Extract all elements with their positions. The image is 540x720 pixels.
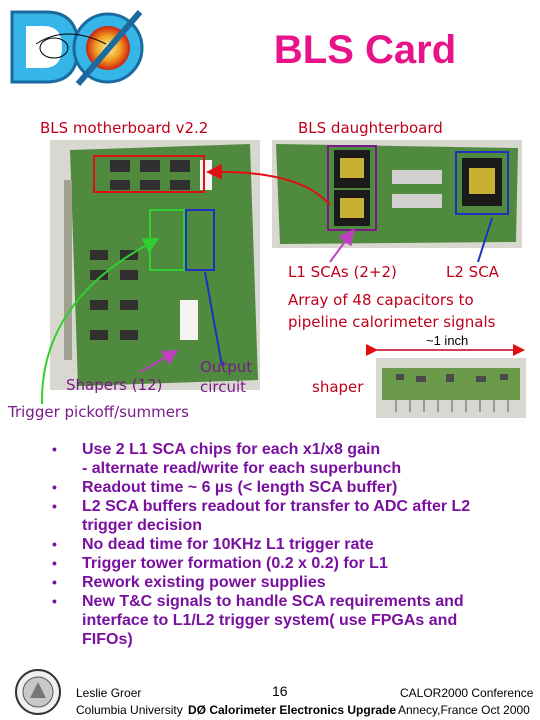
arrow-l2-sca: [477, 217, 493, 263]
bullet-dot-icon: •: [52, 593, 57, 609]
shaper-label: shaper: [312, 378, 364, 396]
bullet-item: •Rework existing power supplies: [52, 574, 326, 591]
bullet-list: •Use 2 L1 SCA chips for each x1/x8 gain-…: [52, 440, 530, 649]
bullet-dot-icon: •: [52, 441, 57, 457]
array-label-line1: Array of 48 capacitors to: [288, 291, 474, 309]
daughterboard-label: BLS daughterboard: [298, 119, 443, 137]
bullet-item: •Trigger tower formation (0.2 x 0.2) for…: [52, 555, 388, 572]
d0-logo: [10, 10, 144, 86]
shaper-photo: [376, 358, 526, 418]
arrow-l1-scas: [329, 228, 355, 263]
trigger-label: Trigger pickoff/summers: [8, 403, 189, 421]
slide-title: BLS Card: [273, 28, 457, 72]
footer-institution: Columbia University: [76, 703, 183, 717]
bullet-item: •Readout time ~ 6 µs (< length SCA buffe…: [52, 479, 398, 496]
bullet-dot-icon: •: [52, 536, 57, 552]
array-label-line2: pipeline calorimeter signals: [288, 313, 496, 331]
motherboard-photo: [50, 140, 260, 390]
university-seal: [15, 669, 61, 715]
l2-sca-label: L2 SCA: [446, 263, 499, 281]
footer-location: Annecy,France Oct 2000: [398, 703, 530, 717]
arrow-trigger: [40, 238, 160, 405]
daughterboard-photo: [272, 140, 522, 248]
output-label-line1: Output: [200, 358, 253, 376]
l1-scas-label: L1 SCAs (2+2): [288, 263, 397, 281]
footer-conference: CALOR2000 Conference: [400, 686, 534, 700]
bullet-item: •No dead time for 10KHz L1 trigger rate: [52, 536, 374, 553]
arrow-daughterboard: [206, 163, 331, 206]
bullet-dot-icon: •: [52, 555, 57, 571]
arrow-output: [204, 271, 223, 367]
bullet-item: •L2 SCA buffers readout for transfer to …: [52, 498, 471, 534]
output-label-line2: circuit: [200, 378, 247, 396]
page-number: 16: [272, 683, 288, 699]
bullet-item: •New T&C signals to handle SCA requireme…: [52, 593, 464, 648]
arrow-shapers: [139, 350, 179, 373]
footer-author: Leslie Groer: [76, 686, 142, 700]
shapers-label: Shapers (12): [66, 376, 163, 394]
bullet-dot-icon: •: [52, 498, 57, 514]
bullet-item: •Use 2 L1 SCA chips for each x1/x8 gain-…: [52, 441, 402, 477]
footer-talk: DØ Calorimeter Electronics Upgrade: [188, 703, 397, 717]
one-inch-label: ~1 inch: [426, 333, 469, 348]
motherboard-label: BLS motherboard v2.2: [40, 119, 209, 137]
bullet-dot-icon: •: [52, 574, 57, 590]
bullet-dot-icon: •: [52, 479, 57, 495]
